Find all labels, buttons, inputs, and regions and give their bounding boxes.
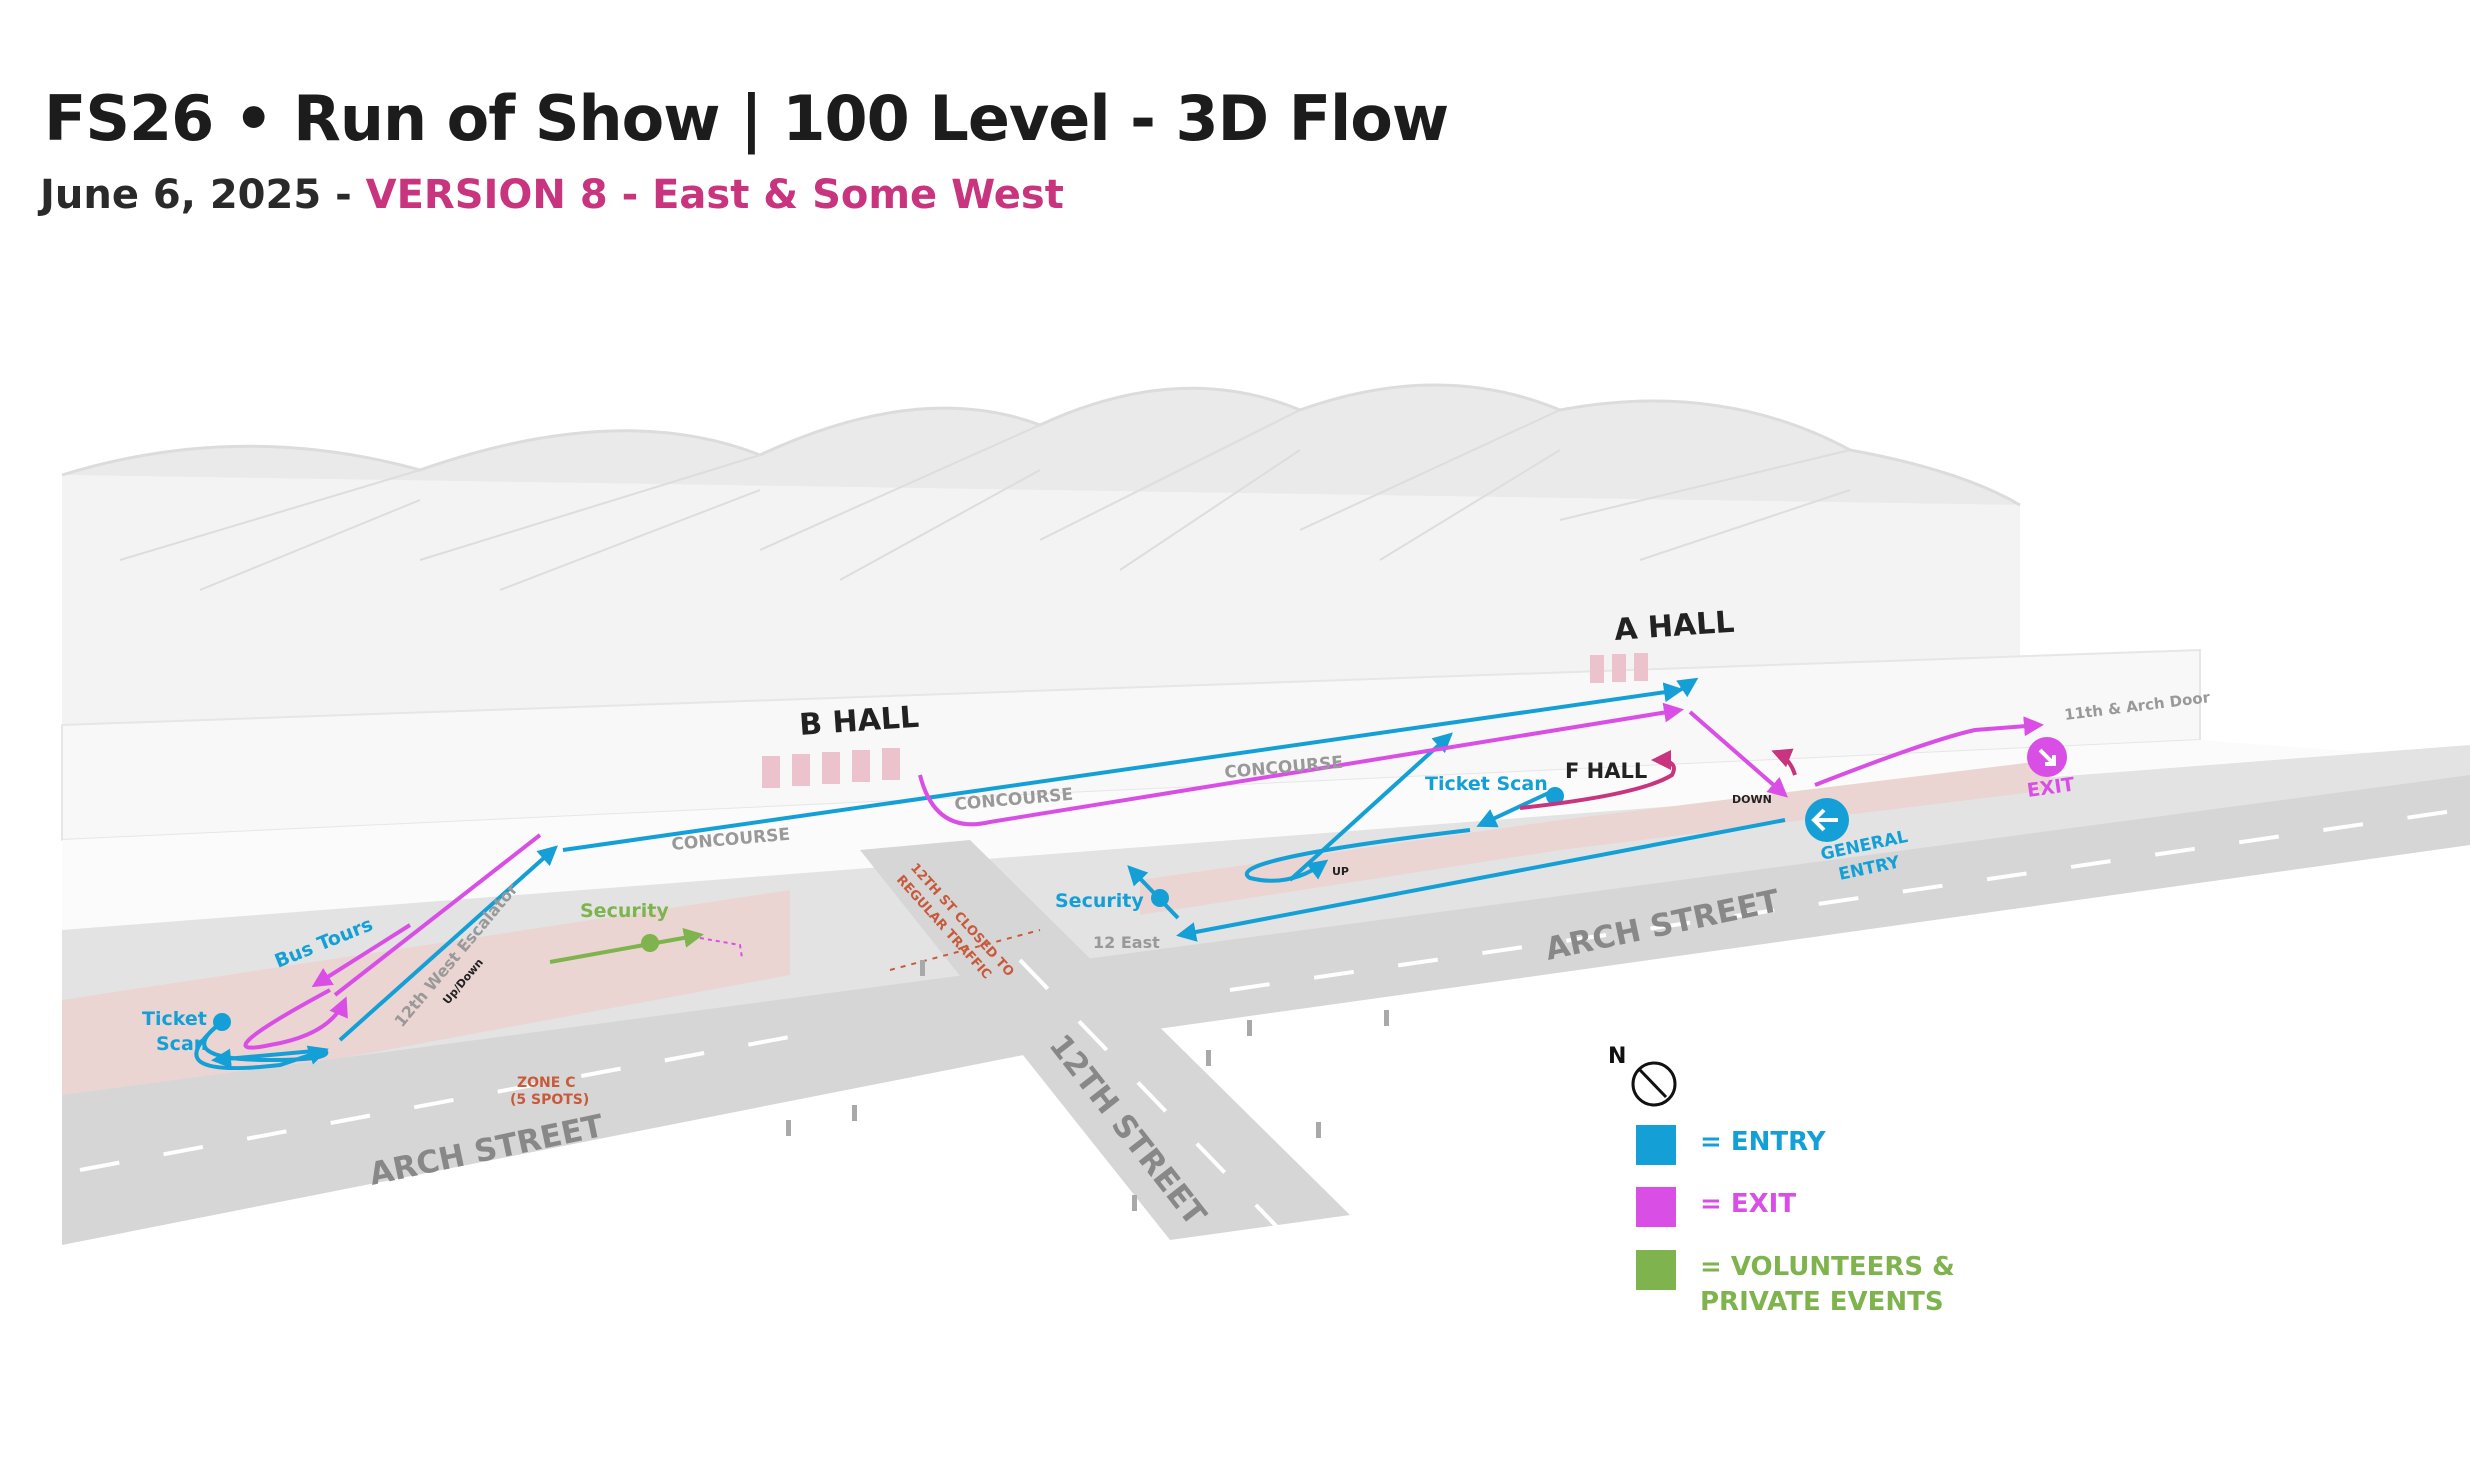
entry-points: [213, 787, 1564, 1031]
twelve-east-label: 12 East: [1093, 933, 1160, 952]
legend-exit-swatch: [1636, 1187, 1676, 1227]
security-blue-label: Security: [1055, 890, 1144, 912]
f-hall-flow: [1519, 748, 1797, 810]
zone-c-label-1: ZONE C: [517, 1075, 575, 1091]
b-hall-label: B HALL: [798, 700, 920, 743]
pedestrians: [786, 960, 1389, 1211]
a-hall-label: A HALL: [1613, 605, 1735, 648]
date-text: June 6, 2025 -: [40, 172, 352, 218]
legend-volunteers-label: = VOLUNTEERS &: [1700, 1252, 1955, 1282]
general-entry-icon: [1805, 798, 1849, 842]
a-hall-doors: [1590, 653, 1648, 683]
legend-volunteers-label-2: PRIVATE EVENTS: [1700, 1287, 1944, 1317]
legend-entry-label: = ENTRY: [1700, 1127, 1826, 1157]
page-title: FS26 • Run of Show | 100 Level - 3D Flow: [44, 82, 1449, 155]
roads: [62, 775, 2470, 1245]
legend-exit-label: = EXIT: [1700, 1189, 1797, 1219]
compass: N: [1608, 1044, 1677, 1107]
f-hall-label: F HALL: [1565, 759, 1647, 783]
exit-flows: [243, 702, 2044, 1050]
legend-entry-swatch: [1636, 1125, 1676, 1165]
building-roof: [61, 383, 2021, 725]
zone-c-label-2: (5 SPOTS): [510, 1092, 589, 1108]
up-label: UP: [1332, 865, 1349, 878]
security-green-label: Security: [580, 900, 669, 922]
version-text: VERSION 8 - East & Some West: [365, 172, 1064, 218]
ticket-scan-east-label: Ticket Scan: [1425, 773, 1548, 795]
compass-north-label: N: [1608, 1044, 1626, 1069]
exit-icon: [2027, 737, 2067, 777]
volunteer-flow: [549, 927, 743, 964]
ticket-scan-west-label-2: Scan: [156, 1033, 207, 1055]
legend-volunteers-swatch: [1636, 1250, 1676, 1290]
down-label: DOWN: [1732, 793, 1772, 806]
page-subtitle: June 6, 2025 - VERSION 8 - East & Some W…: [40, 172, 1064, 218]
b-hall-doors: [762, 748, 900, 788]
entry-flows: [194, 677, 1786, 1071]
ticket-scan-west-label-1: Ticket: [142, 1008, 207, 1030]
